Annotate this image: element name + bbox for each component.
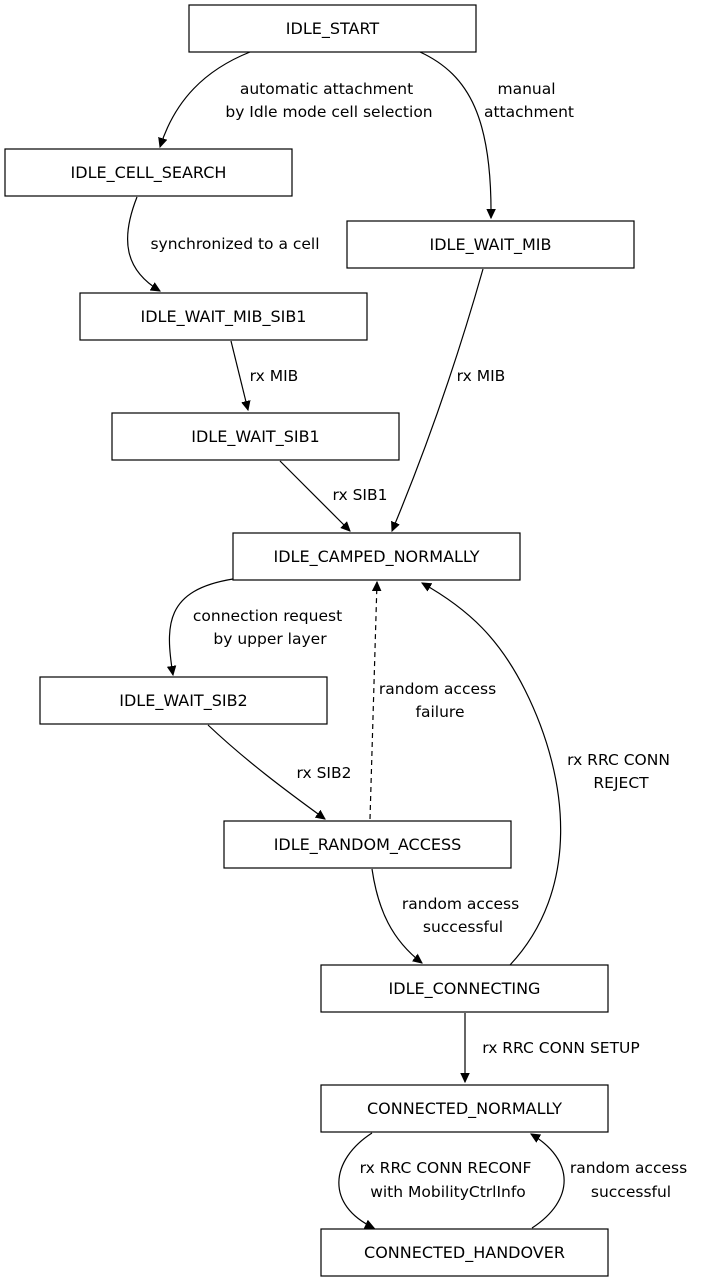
state-label: IDLE_WAIT_MIB (430, 235, 552, 255)
edge-rx-rrc-conn-reject (422, 583, 562, 966)
edge-rx-sib2 (207, 724, 325, 819)
state-idle-wait-sib1: IDLE_WAIT_SIB1 (111, 412, 400, 461)
state-idle-start: IDLE_START (188, 4, 477, 53)
label-random-access-successful-1: random access successful (402, 895, 524, 936)
state-idle-camped-normally: IDLE_CAMPED_NORMALLY (232, 532, 521, 581)
label-rx-mib-2: rx MIB (457, 367, 506, 385)
state-connected-handover: CONNECTED_HANDOVER (320, 1228, 609, 1277)
edge-automatic-attachment (160, 51, 251, 147)
edge-rx-sib1 (279, 460, 350, 531)
state-idle-wait-sib2: IDLE_WAIT_SIB2 (39, 676, 328, 725)
label-connection-request: connection request by upper layer (193, 607, 347, 648)
state-label: IDLE_CONNECTING (389, 979, 541, 999)
state-label: IDLE_CAMPED_NORMALLY (274, 547, 480, 567)
state-label: IDLE_WAIT_SIB2 (119, 691, 247, 711)
label-random-access-failure: random access failure (379, 680, 501, 721)
edge-connection-request (169, 578, 234, 675)
state-label: CONNECTED_HANDOVER (364, 1243, 565, 1263)
edge-random-access-failure (369, 582, 377, 820)
state-idle-random-access: IDLE_RANDOM_ACCESS (223, 820, 512, 869)
state-idle-connecting: IDLE_CONNECTING (320, 964, 609, 1013)
state-label: CONNECTED_NORMALLY (367, 1099, 562, 1119)
label-rx-sib1: rx SIB1 (333, 486, 388, 504)
state-label: IDLE_START (286, 19, 380, 39)
state-label: IDLE_RANDOM_ACCESS (274, 835, 462, 855)
label-manual-attachment: manual attachment (484, 80, 574, 121)
edge-random-access-successful-1 (371, 868, 422, 963)
state-label: IDLE_WAIT_MIB_SIB1 (141, 307, 307, 327)
state-label: IDLE_WAIT_SIB1 (191, 427, 319, 447)
label-random-access-successful-2: random access successful (570, 1159, 692, 1201)
edge-rx-rrc-conn-reconf (338, 1132, 374, 1229)
label-automatic-attachment: automatic attachment by Idle mode cell s… (225, 80, 432, 121)
state-idle-wait-mib-sib1: IDLE_WAIT_MIB_SIB1 (79, 292, 368, 341)
label-rx-mib-1: rx MIB (250, 367, 299, 385)
state-idle-wait-mib: IDLE_WAIT_MIB (346, 220, 635, 269)
label-rx-rrc-conn-reject: rx RRC CONN REJECT (567, 751, 675, 792)
state-idle-cell-search: IDLE_CELL_SEARCH (4, 148, 293, 197)
label-rx-rrc-conn-setup: rx RRC CONN SETUP (482, 1039, 640, 1057)
label-synchronized: synchronized to a cell (150, 235, 319, 253)
label-rx-sib2: rx SIB2 (297, 764, 352, 782)
edge-synchronized (126, 196, 160, 291)
label-rx-rrc-conn-reconf: rx RRC CONN RECONF with MobilityCtrlInfo (360, 1159, 537, 1201)
state-connected-normally: CONNECTED_NORMALLY (320, 1084, 609, 1133)
state-label: IDLE_CELL_SEARCH (71, 163, 227, 183)
edge-random-access-successful-2 (531, 1134, 565, 1229)
edge-rx-mib-1 (230, 340, 248, 410)
edge-rx-mib-2 (392, 268, 484, 531)
edge-manual-attachment (419, 51, 491, 218)
